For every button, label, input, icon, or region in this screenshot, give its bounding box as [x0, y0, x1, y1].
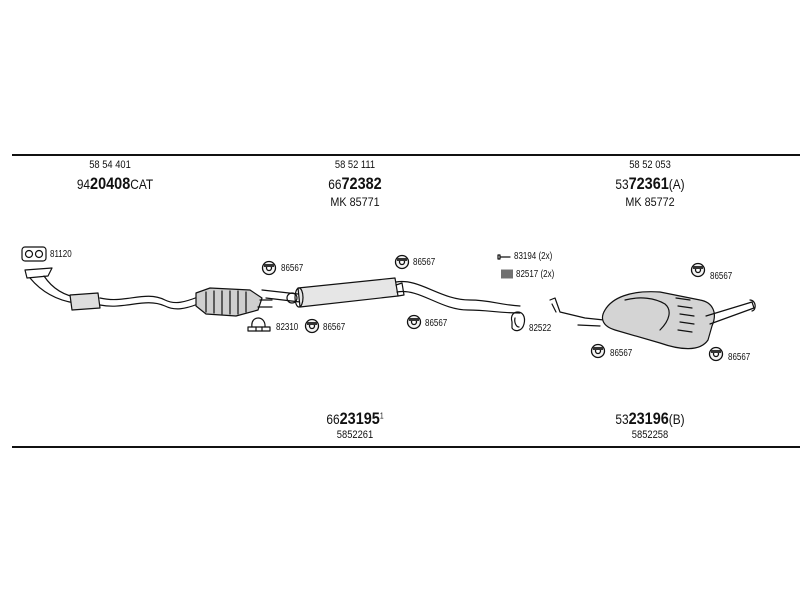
section-2-part-bold: 72382 — [341, 174, 382, 193]
rubber-hanger-icon-e — [690, 262, 706, 278]
tag-hanger-a: 86567 — [281, 263, 304, 274]
manifold-downpipe-icon — [24, 267, 199, 311]
section-3-part-prefix: 53 — [615, 176, 629, 192]
bottom-part-1-suffix: 1 — [379, 411, 384, 421]
bottom-part-1-prefix: 66 — [326, 411, 340, 427]
tag-bolt: 83194 (2x) — [514, 251, 553, 262]
bottom-part-2-bold: 23196 — [628, 409, 669, 428]
pipe-clamp-icon — [247, 317, 271, 332]
tag-hanger-f: 86567 — [610, 348, 633, 359]
section-1-part-bold: 20408 — [90, 174, 131, 193]
bottom-part-1-ref: 5852261 — [336, 429, 374, 441]
manifold-gasket-icon — [21, 246, 47, 262]
section-1-ref: 58 54 401 — [89, 159, 131, 171]
rubber-hanger-icon-f — [590, 343, 606, 359]
section-2-mk: MK 85771 — [330, 195, 380, 209]
section-3-mk: MK 85772 — [625, 195, 675, 209]
tag-manifold-gasket: 81120 — [50, 249, 72, 260]
section-1-part-suffix: CAT — [130, 176, 154, 192]
bottom-part-1-number: 66231951 — [308, 410, 402, 427]
section-1-part-number: 9420408CAT — [68, 175, 162, 192]
bottom-part-2-number: 5323196(B) — [599, 410, 701, 427]
bolt-icon — [497, 254, 511, 260]
section-2-ref: 58 52 111 — [334, 159, 376, 171]
section-3-part-number: 5372361(A) — [599, 175, 701, 192]
sealing-ring-icon — [510, 311, 526, 332]
tag-spring: 82517 (2x) — [516, 269, 555, 280]
section-1-part-prefix: 94 — [76, 176, 91, 192]
tag-hanger-g: 86567 — [728, 352, 751, 363]
rubber-hanger-icon-g — [708, 346, 724, 362]
rubber-hangers — [261, 254, 724, 362]
tag-clamp: 82310 — [276, 322, 299, 333]
bottom-part-1-bold: 23195 — [339, 409, 380, 428]
bottom-divider — [12, 446, 800, 448]
section-2-part-number: 6672382 — [313, 175, 398, 192]
tag-ring: 82522 — [529, 323, 552, 334]
catalytic-converter-icon — [195, 287, 273, 317]
rear-silencer-icon — [549, 291, 756, 350]
middle-silencer-pipe-icon — [261, 277, 521, 314]
rubber-hanger-icon-c — [394, 254, 410, 270]
rubber-hanger-icon-b — [304, 318, 320, 334]
spring-icon — [501, 269, 513, 279]
bottom-part-2-prefix: 53 — [615, 411, 629, 427]
rubber-hanger-icon-d — [406, 314, 422, 330]
bottom-part-2-suffix: (B) — [668, 411, 685, 427]
tag-hanger-e: 86567 — [710, 271, 733, 282]
section-3-part-suffix: (A) — [668, 176, 685, 192]
section-2-part-prefix: 66 — [328, 176, 342, 192]
rubber-hanger-icon-a — [261, 260, 277, 276]
section-3-ref: 58 52 053 — [629, 159, 671, 171]
top-divider — [12, 154, 800, 156]
tag-hanger-b: 86567 — [323, 322, 346, 333]
tag-hanger-d: 86567 — [425, 318, 448, 329]
bottom-part-2-ref: 5852258 — [631, 429, 669, 441]
section-3-part-bold: 72361 — [628, 174, 669, 193]
tag-hanger-c: 86567 — [413, 257, 436, 268]
